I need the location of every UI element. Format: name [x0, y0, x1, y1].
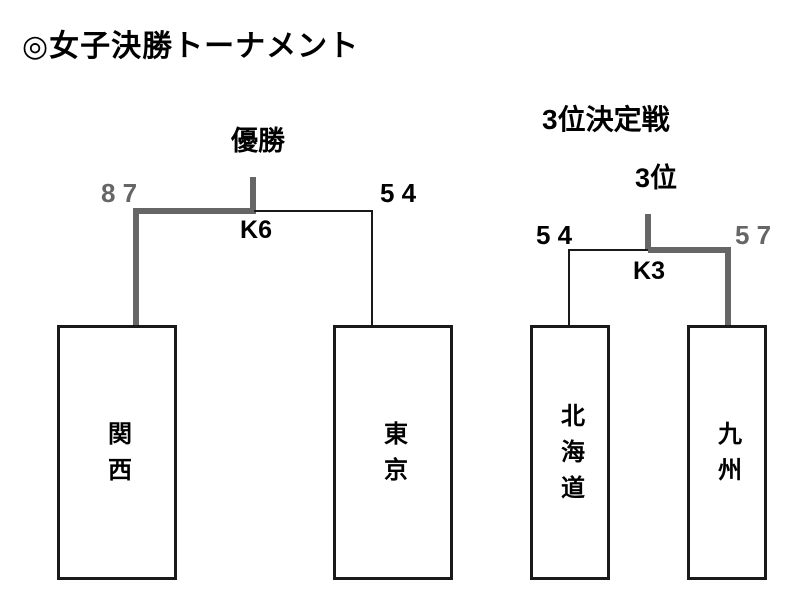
final-winner-vertical-line [133, 208, 139, 327]
team-name-kansai: 関西 [103, 420, 131, 493]
third-place-winner-stub-line [645, 214, 651, 250]
team-box-kansai: 関西 [57, 325, 177, 580]
final-match-code: K6 [240, 216, 272, 244]
team-name-kyushu: 九州 [713, 420, 741, 493]
page-title: ◎女子決勝トーナメント [22, 30, 360, 63]
third-place-right-score: 5 7 [735, 220, 772, 250]
third-place-winner-horizontal-line [648, 247, 731, 253]
third-place-winner-vertical-line [725, 247, 731, 327]
third-place-result-label: 3位 [634, 163, 678, 193]
team-box-kyushu: 九州 [687, 325, 767, 580]
final-winner-stub-line [250, 177, 256, 214]
final-winner-horizontal-line [133, 208, 256, 214]
final-loser-vertical-line [371, 210, 373, 327]
third-place-heading: 3位決定戦 [542, 104, 670, 135]
final-right-score: 5 4 [380, 178, 417, 208]
third-place-loser-vertical-line [568, 249, 570, 327]
team-box-tokyo: 東京 [333, 325, 453, 580]
final-loser-horizontal-line [254, 210, 373, 212]
team-name-hokkaido: 北海道 [556, 402, 584, 511]
third-place-left-score: 5 4 [536, 220, 573, 250]
team-name-tokyo: 東京 [379, 420, 407, 493]
team-box-hokkaido: 北海道 [530, 325, 610, 580]
final-result-label: 優勝 [231, 126, 285, 156]
third-place-match-code: K3 [633, 257, 665, 285]
third-place-loser-horizontal-line [568, 249, 648, 251]
final-left-score: 8 7 [101, 178, 138, 208]
